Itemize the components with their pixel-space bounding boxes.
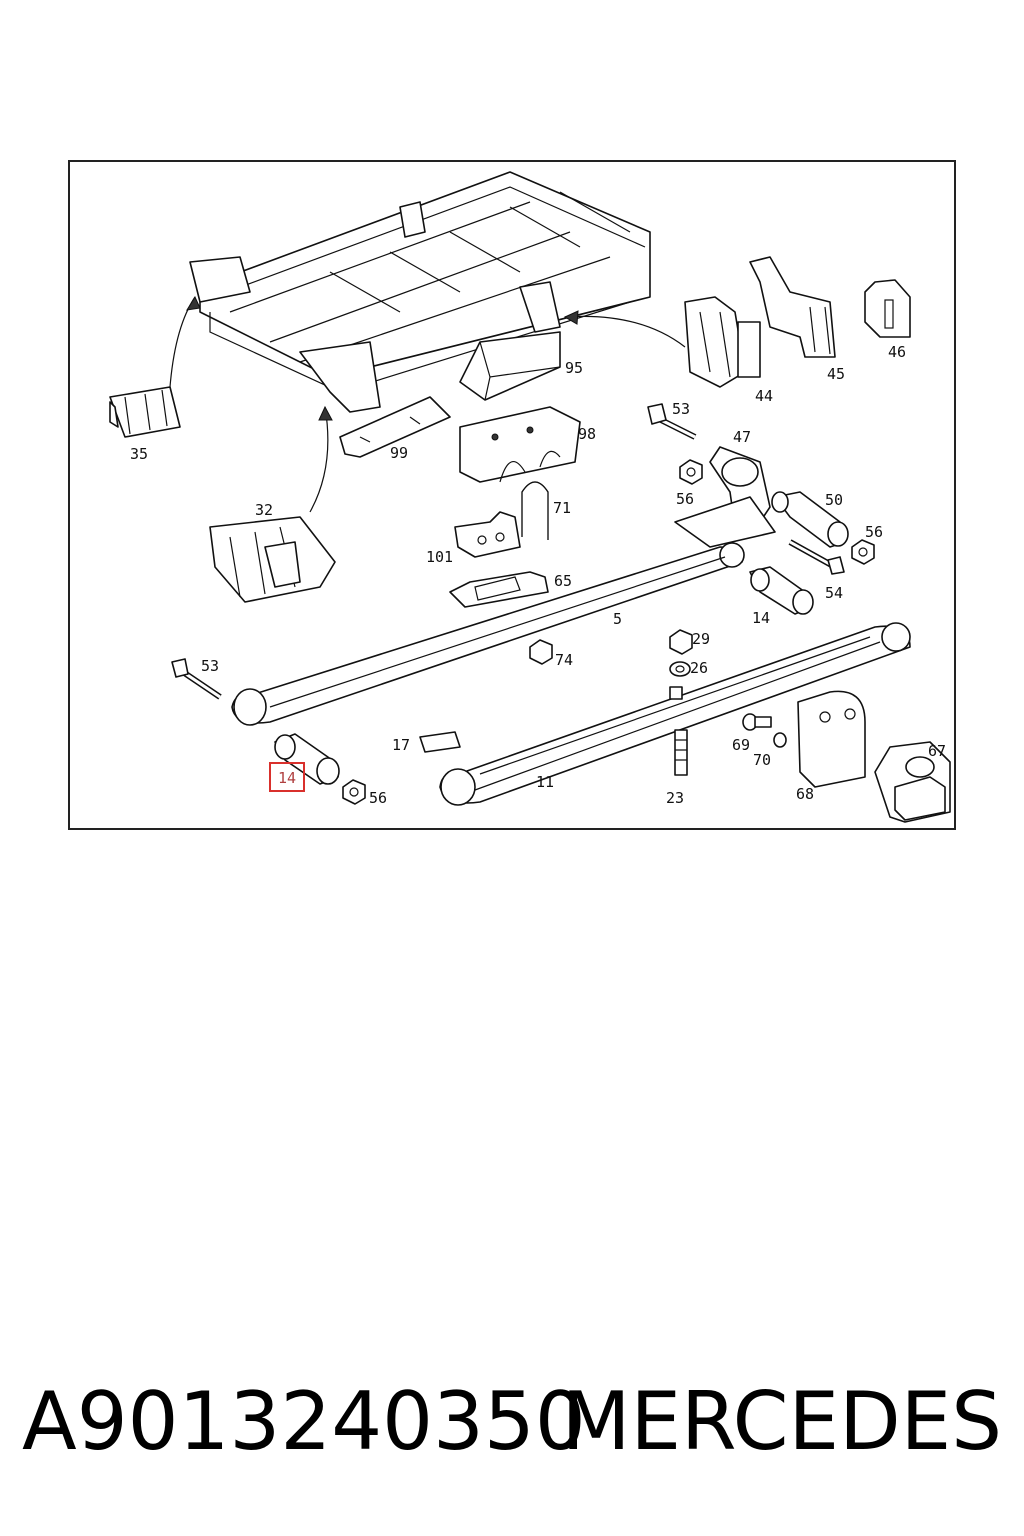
assembly-arrows <box>169 295 686 513</box>
exploded-view-drawing: 35 32 99 95 98 44 45 46 53 47 56 50 56 5… <box>109 171 951 823</box>
part-11-leaf-spring <box>439 622 911 806</box>
callout-50: 50 <box>825 491 843 509</box>
chassis-frame <box>189 171 651 413</box>
part-56-nut-right <box>851 539 875 565</box>
callout-53-lower: 53 <box>201 657 219 675</box>
callout-74: 74 <box>555 651 573 669</box>
highlighted-callout[interactable]: 14 <box>269 762 305 792</box>
highlight-box <box>269 762 305 792</box>
part-5-leaf-spring <box>231 542 745 726</box>
part-17-pad <box>419 731 461 753</box>
part-98-plate <box>459 406 581 483</box>
callout-95: 95 <box>565 359 583 377</box>
callout-labels: 35 32 99 95 98 44 45 46 53 47 56 50 56 5… <box>130 343 946 807</box>
part-47-shackle <box>674 446 776 548</box>
callout-35: 35 <box>130 445 148 463</box>
part-56-nut-lower <box>342 779 366 805</box>
part-65-spring-pad <box>449 571 549 608</box>
part-56-nut-upper <box>679 459 703 485</box>
callout-69: 69 <box>732 736 750 754</box>
part-14-bushing-upper <box>749 566 814 615</box>
callout-11: 11 <box>536 773 554 791</box>
callout-101: 101 <box>426 548 453 566</box>
callout-56-lower: 56 <box>369 789 387 807</box>
part-99-plate <box>339 396 451 458</box>
callout-17: 17 <box>392 736 410 754</box>
callout-56-upper: 56 <box>676 490 694 508</box>
callout-14-upper: 14 <box>752 609 770 627</box>
part-32-bracket <box>209 516 336 603</box>
callout-56-right: 56 <box>865 523 883 541</box>
part-29-nut <box>669 629 693 655</box>
callout-26: 26 <box>690 659 708 677</box>
parts-diagram: 35 32 99 95 98 44 45 46 53 47 56 50 56 5… <box>68 160 956 830</box>
callout-98: 98 <box>578 425 596 443</box>
callout-44: 44 <box>755 387 773 405</box>
part-35-bracket <box>109 386 181 438</box>
part-45-hanger <box>749 256 836 358</box>
callout-68: 68 <box>796 785 814 803</box>
callout-65: 65 <box>554 572 572 590</box>
callout-53-upper: 53 <box>672 400 690 418</box>
callout-32: 32 <box>255 501 273 519</box>
part-54-bolt <box>788 539 845 575</box>
part-50-bushing <box>771 491 849 548</box>
part-23-bolt <box>674 729 688 776</box>
callout-23: 23 <box>666 789 684 807</box>
callout-29: 29 <box>692 630 710 648</box>
part-44-hanger <box>684 296 761 388</box>
callout-5: 5 <box>613 610 622 628</box>
callout-14-highlighted: 14 <box>278 769 296 787</box>
part-71-u-bolt <box>521 481 549 540</box>
part-53-bolt-lower <box>171 658 222 700</box>
part-68-bump-stop <box>797 690 866 788</box>
brand-name: MERCEDES <box>561 1375 1002 1468</box>
callout-70: 70 <box>753 751 771 769</box>
callout-54: 54 <box>825 584 843 602</box>
callout-71: 71 <box>553 499 571 517</box>
part-101-block <box>454 511 521 558</box>
part-26-washer <box>669 661 691 677</box>
part-67-bracket <box>874 741 951 823</box>
part-95-bracket <box>459 331 561 401</box>
part-69-bolt <box>742 713 772 731</box>
callout-45: 45 <box>827 365 845 383</box>
callout-46: 46 <box>888 343 906 361</box>
part-70-washer <box>773 732 787 748</box>
footer: A9013240350 MERCEDES <box>0 1372 1024 1472</box>
part-46-bracket <box>864 279 911 338</box>
callout-99: 99 <box>390 444 408 462</box>
part-53-bolt-upper <box>647 403 697 440</box>
part-14-bushing-lower <box>274 733 340 785</box>
part-number: A9013240350 <box>22 1375 586 1468</box>
callout-47: 47 <box>733 428 751 446</box>
callout-67: 67 <box>928 742 946 760</box>
part-74-nut <box>529 639 553 665</box>
